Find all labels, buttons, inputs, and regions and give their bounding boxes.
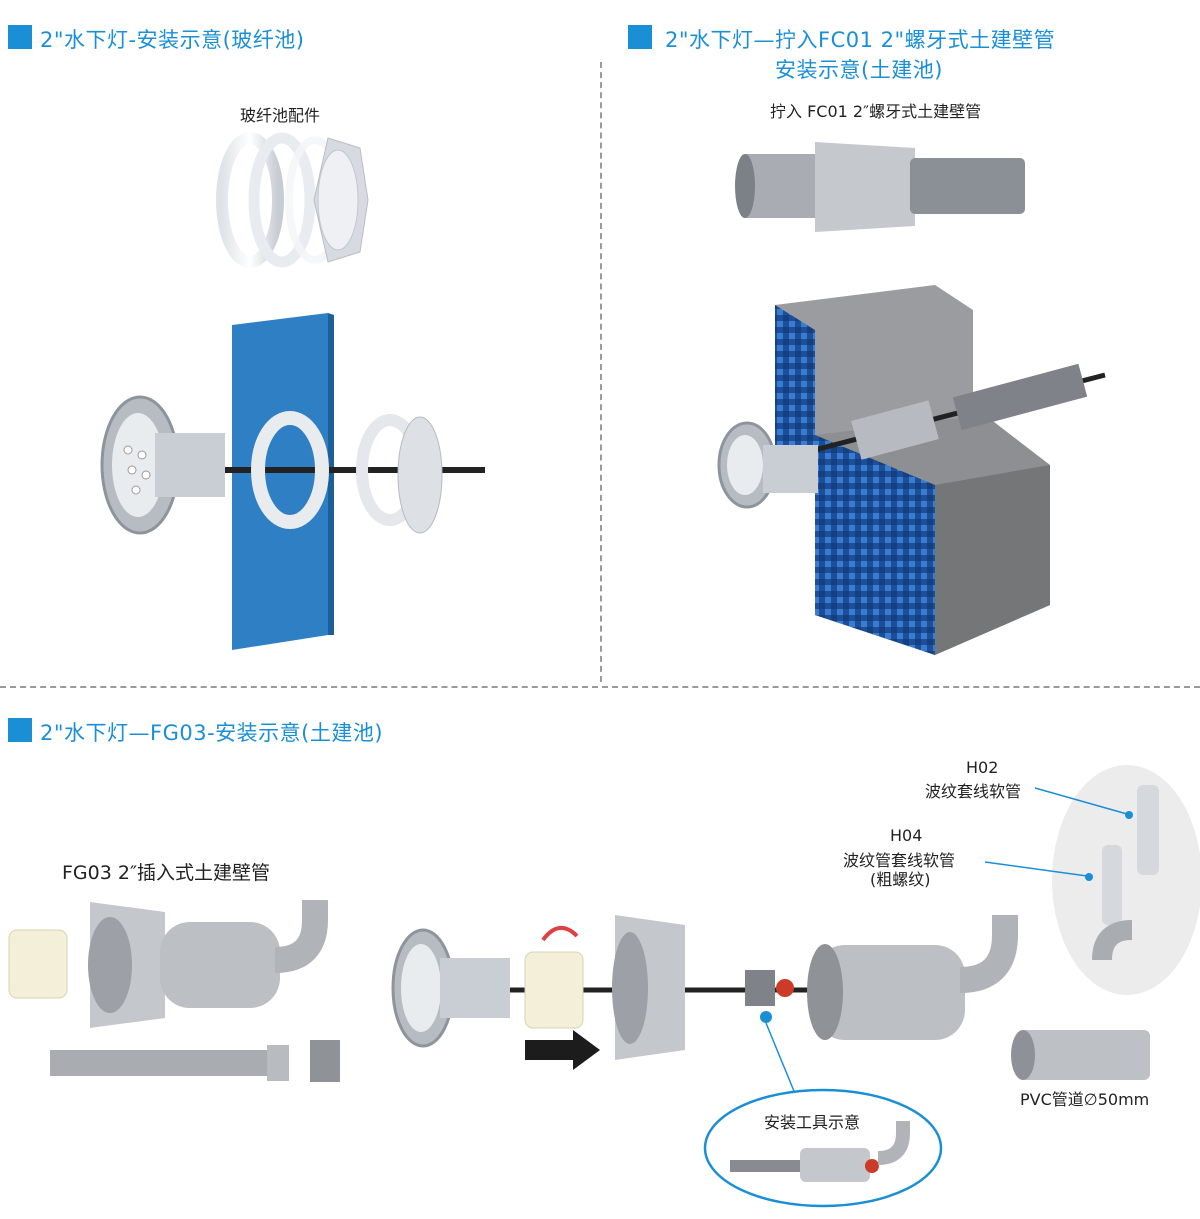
fg03-wall-pipe-parts xyxy=(8,900,340,1082)
fg03-part-label: FG03 2″插入式土建壁管 xyxy=(62,862,271,884)
fiberglass-accessory-rings xyxy=(216,132,369,268)
heading-fg03: 2"水下灯—FG03-安装示意(土建池) xyxy=(40,721,384,745)
section-marker-fg03 xyxy=(8,718,32,742)
fc01-installation-diagram xyxy=(717,285,1106,655)
fc01-part-label: 拧入 FC01 2″螺牙式土建壁管 xyxy=(770,102,982,121)
heading-fiberglass: 2"水下灯-安装示意(玻纤池) xyxy=(40,28,305,52)
fiberglass-parts-label: 玻纤池配件 xyxy=(240,106,321,125)
h02-code: H02 xyxy=(966,758,999,777)
tool-callout xyxy=(703,1011,943,1208)
h04-code: H04 xyxy=(890,826,923,845)
heading-fc01-line2: 安装示意(土建池) xyxy=(775,58,943,82)
tool-label: 安装工具示意 xyxy=(764,1113,861,1132)
fiberglass-installation-diagram xyxy=(100,313,485,650)
section-marker-fc01 xyxy=(628,25,652,49)
vertical-divider xyxy=(600,62,602,682)
h04-name: 波纹管套线软管 xyxy=(843,851,956,870)
h04-note: (粗螺纹) xyxy=(870,870,931,889)
hoses-detail xyxy=(1052,765,1200,995)
hose-leader-lines xyxy=(984,787,1133,881)
fc01-wall-pipe xyxy=(735,142,1025,232)
horizontal-divider xyxy=(0,686,1200,688)
pvc-pipe-label: PVC管道∅50mm xyxy=(1020,1090,1150,1109)
h02-name: 波纹套线软管 xyxy=(925,782,1022,801)
fg03-installation-diagram xyxy=(391,915,1018,1070)
pvc-pipe xyxy=(1011,1030,1150,1080)
heading-fc01-line1: 2"水下灯—拧入FC01 2"螺牙式土建壁管 xyxy=(665,28,1056,52)
section-marker-fiberglass xyxy=(8,25,32,49)
